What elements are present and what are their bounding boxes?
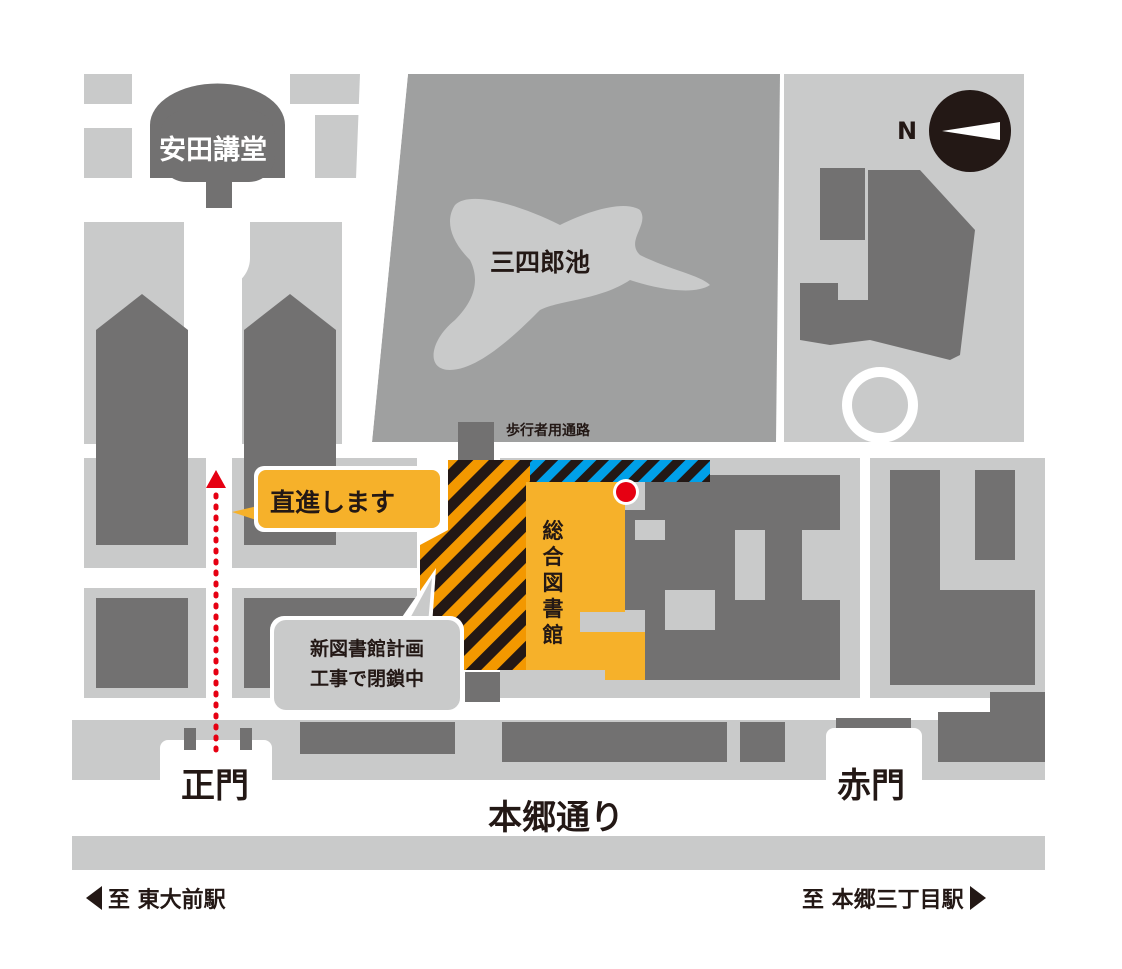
callout-closed [274,620,460,710]
yasuda-auditorium-building [160,110,275,182]
block [315,115,360,178]
building [740,722,785,762]
courtyard [635,520,665,540]
north-arrow-icon [942,122,1000,140]
road [862,458,870,698]
direction-left: 至 東大前駅 [86,882,226,914]
courtyard [665,590,715,630]
general-library-text: 総合図書館 [542,519,564,647]
left-arrow-icon [86,886,102,910]
hongo-dori-label: 本郷通り [488,798,624,838]
main-axis-road [206,222,232,720]
direction-right-text: 至 本郷三丁目駅 [802,888,964,913]
callout-straight [258,470,440,528]
direction-left-text: 至 東大前駅 [108,888,226,913]
building [465,672,500,702]
red-gate-label: 赤門 [837,766,905,806]
building [890,470,940,685]
sanshiro-pond-label: 三四郎池 [490,248,591,277]
building [300,722,455,754]
building [990,692,1045,722]
right-arrow-icon [969,886,986,910]
pedestrian-walkway-stripes [530,460,710,482]
location-marker [616,482,636,502]
roundabout-center [852,377,908,433]
building [96,294,188,545]
courtyard [802,530,840,600]
building [502,722,727,762]
callout-straight-text: 直進します [270,488,396,517]
north-label: N [897,117,918,145]
building [800,170,975,360]
courtyard [735,530,765,600]
block [290,74,360,104]
building [206,182,232,208]
block [84,128,132,178]
callout-closed-text: 新図書館計画 工事で閉鎖中 [274,634,460,694]
callout-closed-line2: 工事で閉鎖中 [309,668,424,690]
sidewalk-south [72,836,1045,870]
main-gate-area [160,740,272,802]
plaza-road [190,178,250,288]
red-gate-area [826,728,922,800]
callout-pointer [408,578,432,624]
callout-closed-line1: 新図書館計画 [309,638,424,660]
block [84,74,132,104]
gate-pillar [240,728,252,750]
main-gate-label: 正門 [181,766,249,806]
route-arrow-head [206,470,226,488]
walkway-label: 歩行者用通路 [506,423,590,439]
building [940,590,1035,685]
building [96,598,188,688]
road [72,568,417,588]
building [820,168,865,240]
direction-right: 至 本郷三丁目駅 [802,882,986,914]
road [346,74,408,442]
sanshiro-pond [433,198,710,370]
building [975,470,1015,560]
courtyard [580,612,625,632]
general-library-label: 総合図書館 [540,518,566,648]
yasuda-auditorium-label: 安田講堂 [159,135,267,166]
gate-pillar [184,728,196,750]
road [1024,74,1045,444]
